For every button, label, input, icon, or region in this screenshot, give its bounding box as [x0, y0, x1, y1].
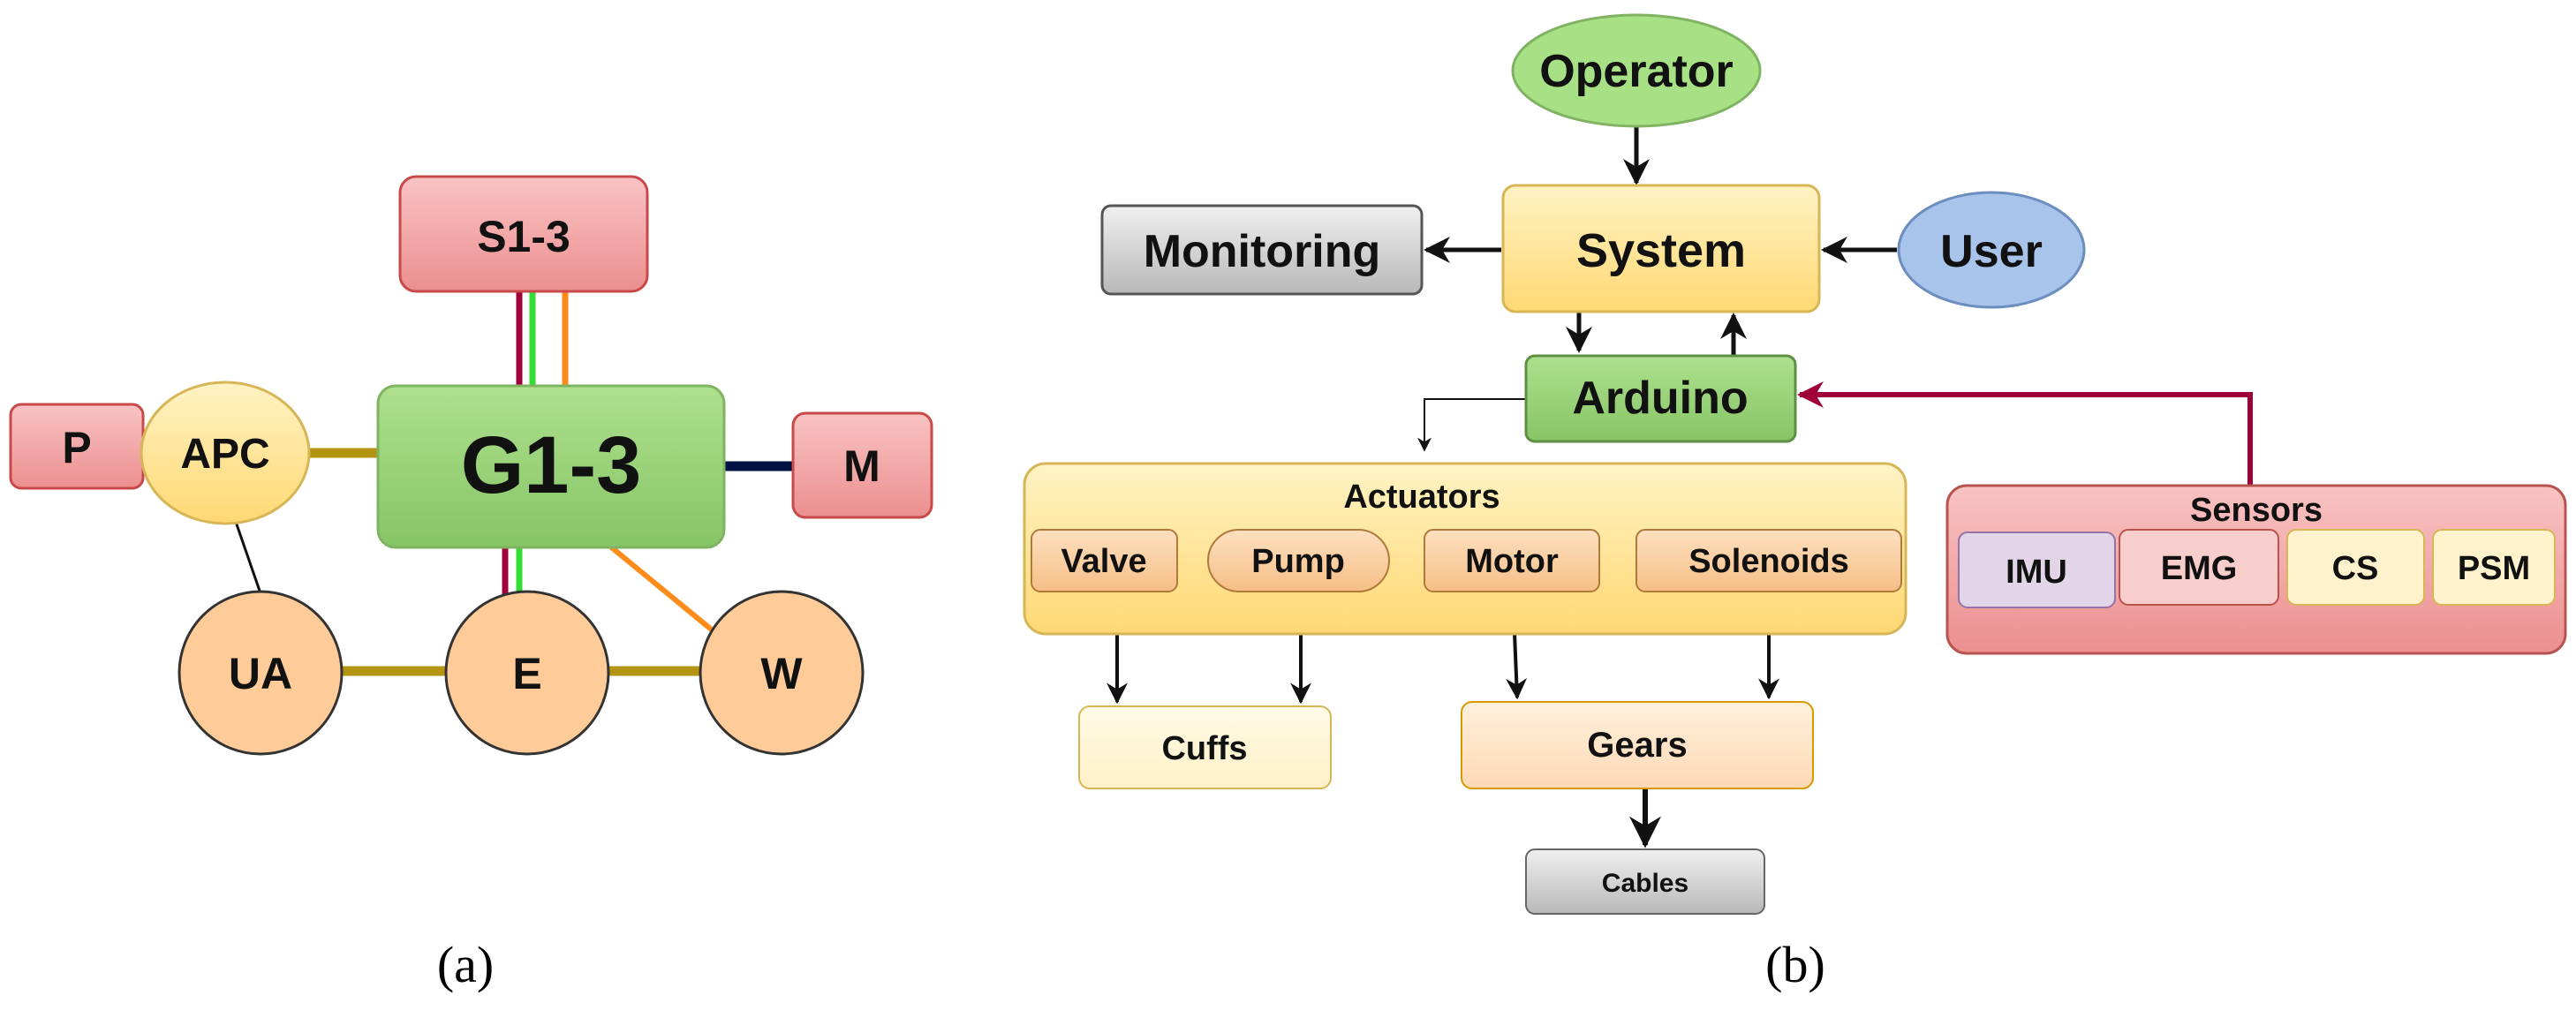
node-cs [2286, 529, 2425, 606]
node-monitoring [1100, 204, 1424, 296]
panel-b: Operator System Monitoring User Arduino … [1023, 13, 2567, 993]
node-gears [1461, 701, 1814, 789]
node-emg-label: EMG [2161, 550, 2238, 587]
arrow-arduino-actuators [1417, 398, 1526, 452]
node-m-label: M [843, 441, 880, 491]
node-psm [2432, 529, 2556, 606]
node-ua [178, 590, 344, 756]
group-actuators-label: Actuators [1343, 479, 1500, 516]
node-pump-label: Pump [1251, 543, 1345, 580]
link-g13-w-orange [608, 543, 715, 634]
arrow-sensors-arduino [1797, 381, 2253, 486]
node-arduino [1524, 354, 1797, 443]
node-g13-label: G1-3 [461, 420, 642, 510]
node-apc [140, 381, 311, 525]
node-solenoids-label: Solenoids [1688, 543, 1849, 580]
node-solenoids [1635, 529, 1902, 592]
node-cs-label: CS [2332, 550, 2379, 587]
node-imu [1958, 532, 2116, 608]
node-ua-label: UA [229, 649, 292, 698]
node-motor [1424, 529, 1600, 592]
node-p-label: P [62, 423, 91, 472]
node-monitoring-label: Monitoring [1144, 226, 1381, 277]
node-e [444, 590, 610, 756]
node-emg [2119, 529, 2279, 606]
node-operator [1511, 13, 1762, 128]
node-apc-label: APC [180, 431, 269, 478]
node-valve [1031, 529, 1178, 592]
node-system-label: System [1576, 224, 1746, 277]
node-system [1501, 184, 1821, 313]
node-cables [1525, 848, 1765, 915]
node-motor-label: Motor [1465, 543, 1559, 580]
node-psm-label: PSM [2458, 550, 2530, 587]
panel-a: S1-3 G1-3 P APC M UA E W (a) [9, 175, 933, 993]
node-user-label: User [1940, 226, 2043, 277]
node-valve-label: Valve [1061, 543, 1146, 580]
caption-a: (a) [437, 936, 494, 993]
node-s13-label: S1-3 [477, 212, 570, 261]
node-s13 [398, 175, 649, 293]
node-m [791, 411, 933, 519]
node-operator-label: Operator [1539, 46, 1734, 97]
node-g13 [376, 384, 726, 549]
node-cuffs [1078, 705, 1332, 789]
node-imu-label: IMU [2006, 554, 2067, 591]
node-pump [1207, 529, 1390, 592]
node-w [699, 590, 865, 756]
node-cuffs-label: Cuffs [1161, 730, 1247, 767]
node-arduino-label: Arduino [1572, 373, 1748, 424]
group-sensors-label: Sensors [2190, 492, 2323, 529]
node-w-label: W [760, 649, 803, 698]
caption-b: (b) [1765, 936, 1825, 993]
node-gears-label: Gears [1587, 726, 1687, 765]
node-user [1897, 191, 2086, 309]
node-cables-label: Cables [1602, 869, 1688, 898]
node-e-label: E [512, 649, 541, 698]
